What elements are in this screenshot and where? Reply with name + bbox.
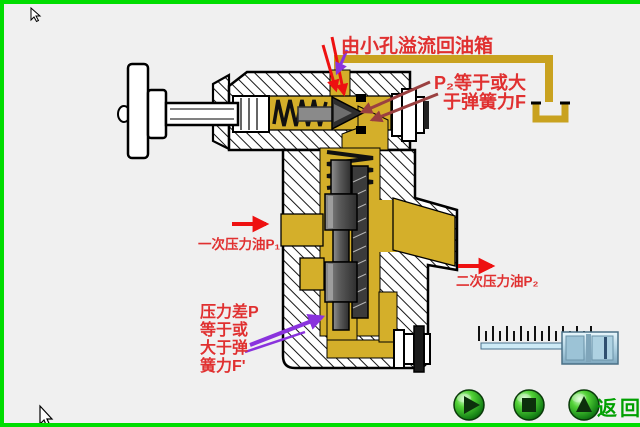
pilot-valve <box>232 94 366 134</box>
small-cursor <box>30 6 42 23</box>
flow-arrows <box>232 36 496 354</box>
overflow-arrow-2 <box>321 44 340 93</box>
pilot-note-line1: P₂等于或大 <box>434 72 526 93</box>
pressure-note-line1: 压力差P <box>200 302 259 321</box>
play-button[interactable] <box>453 389 485 421</box>
pilot-note-pointer-1 <box>359 80 431 114</box>
up-button[interactable] <box>568 389 600 421</box>
pressure-note-line3: 大于弹 <box>200 338 248 357</box>
overflow-note: 由小孔溢流回油箱 <box>341 34 493 57</box>
slider-handle[interactable] <box>561 331 619 365</box>
pressure-note-line2: 等于或 <box>199 320 248 339</box>
pilot-drain-plug <box>391 88 429 142</box>
back-link[interactable]: 返回 <box>597 397 640 420</box>
outlet-label: 二次压力油P₂ <box>456 273 539 289</box>
outlet-port <box>392 197 456 267</box>
stop-button[interactable] <box>513 389 545 421</box>
pilot-note-line2: 于弹簧力F <box>443 91 526 112</box>
inlet-port <box>280 213 324 247</box>
inlet-label: 一次压力油P₁ <box>198 236 281 252</box>
main-spring <box>326 150 374 190</box>
stop-icon <box>522 398 536 412</box>
up-icon <box>576 396 592 412</box>
play-icon <box>464 396 480 414</box>
main-spool <box>324 159 369 331</box>
speed-slider <box>478 326 619 365</box>
overflow-arrow-purple <box>335 49 349 76</box>
oil-tank-symbol <box>531 101 570 123</box>
adjustment-handwheel <box>117 62 240 160</box>
playback-controls <box>453 389 600 421</box>
pilot-note-pointer-2 <box>369 92 439 123</box>
pressure-note-pointer <box>249 314 326 347</box>
bottom-plug <box>393 325 431 373</box>
pressure-note-line4: 簧力F' <box>200 356 246 375</box>
